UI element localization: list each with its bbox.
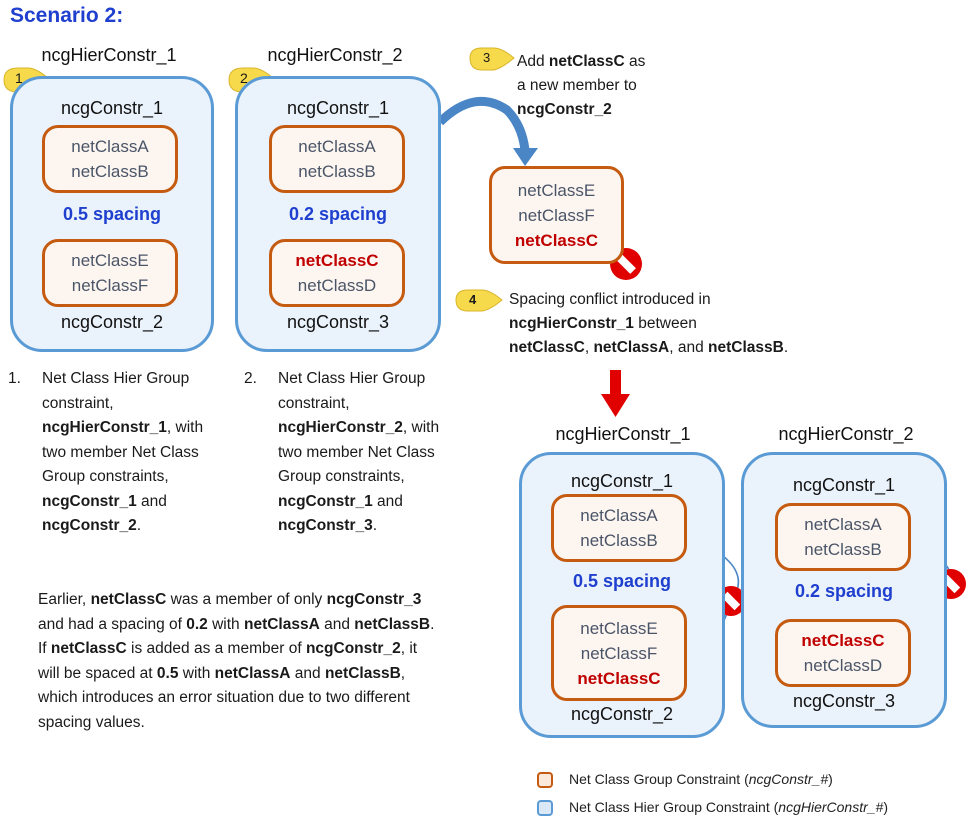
net-class: netClassA bbox=[804, 515, 882, 534]
net-class: netClassD bbox=[297, 276, 377, 295]
legend-hier-label: Net Class Hier Group Constraint (ncgHier… bbox=[569, 799, 889, 815]
ncg-title: ncgConstr_1 bbox=[570, 471, 674, 491]
spacing-label: 0.2 spacing bbox=[794, 581, 894, 601]
hier1-box: ncgConstr_1 netClassA netClassB 0.5 spac… bbox=[10, 76, 214, 352]
step3-text: Add netClassC as a new member to ncgCons… bbox=[517, 53, 646, 118]
callout-2-number: 2 bbox=[240, 70, 248, 86]
ncg-box: netClassE netClassF bbox=[42, 239, 178, 307]
explanation-text: Earlier, netClassC was a member of only … bbox=[38, 591, 435, 731]
net-class: netClassE bbox=[71, 251, 149, 270]
net-class: netClassA bbox=[298, 137, 376, 156]
note-2: 2. Net Class Hier Group constraint, ncgH… bbox=[244, 370, 440, 534]
net-class-highlight: netClassC bbox=[295, 251, 379, 270]
ncg-title: ncgConstr_1 bbox=[792, 475, 896, 495]
ncg-title: ncgConstr_1 bbox=[286, 98, 390, 118]
net-class: netClassE bbox=[517, 180, 596, 200]
net-class: netClassB bbox=[580, 531, 658, 550]
after-hier1-label: ncgHierConstr_1 bbox=[555, 424, 691, 444]
hier2-label: ncgHierConstr_2 bbox=[267, 45, 403, 65]
net-class-highlight: netClassC bbox=[801, 631, 885, 650]
callout-3-icon bbox=[469, 47, 515, 71]
hier2-box: ncgConstr_1 netClassA netClassB 0.2 spac… bbox=[235, 76, 441, 352]
spacing-label: 0.2 spacing bbox=[288, 204, 388, 224]
net-class: netClassE bbox=[580, 618, 658, 638]
callout-3-number: 3 bbox=[483, 50, 491, 65]
net-class: netClassA bbox=[71, 137, 149, 156]
ncg-box: netClassC netClassD bbox=[269, 239, 405, 307]
ncg-box: netClassA netClassB bbox=[551, 494, 687, 562]
step4-text: Spacing conflict introduced in ncgHierCo… bbox=[509, 291, 789, 356]
ncg-title: ncgConstr_3 bbox=[792, 691, 896, 711]
scenario-title: Scenario 2: bbox=[10, 4, 124, 27]
after-hier2-label: ncgHierConstr_2 bbox=[778, 424, 914, 444]
after-hier2-box: ncgConstr_1 netClassA netClassB 0.2 spac… bbox=[741, 452, 947, 728]
ncg-title: ncgConstr_3 bbox=[286, 312, 390, 332]
ncg-box: netClassE netClassF netClassC bbox=[551, 605, 687, 701]
note-1: 1. Net Class Hier Group constraint, ncgH… bbox=[8, 370, 204, 534]
ncg-box: netClassA netClassB bbox=[269, 125, 405, 193]
new-ncg-box: netClassE netClassF netClassC bbox=[489, 166, 624, 264]
ncg-box: netClassA netClassB bbox=[42, 125, 178, 193]
net-class: netClassD bbox=[803, 656, 883, 675]
ncg-box: netClassC netClassD bbox=[775, 619, 911, 687]
net-class: netClassF bbox=[580, 643, 658, 663]
net-class: netClassB bbox=[804, 540, 882, 559]
ncg-title: ncgConstr_2 bbox=[570, 704, 674, 724]
net-class: netClassF bbox=[518, 205, 595, 225]
net-class: netClassB bbox=[71, 162, 149, 181]
spacing-label: 0.5 spacing bbox=[62, 204, 162, 224]
hier1-label: ncgHierConstr_1 bbox=[41, 45, 177, 65]
callout-4-icon bbox=[455, 289, 503, 312]
callout-4-number: 4 bbox=[469, 292, 477, 307]
callout-1-number: 1 bbox=[15, 70, 23, 86]
legend-hier-swatch bbox=[537, 800, 553, 816]
after-hier1-box: ncgConstr_1 netClassA netClassB 0.5 spac… bbox=[519, 452, 725, 738]
spacing-label: 0.5 spacing bbox=[572, 571, 672, 591]
net-class-highlight: netClassC bbox=[514, 230, 599, 250]
ncg-title: ncgConstr_2 bbox=[60, 312, 164, 332]
ncg-box: netClassA netClassB bbox=[775, 503, 911, 571]
net-class: netClassB bbox=[298, 162, 376, 181]
net-class: netClassA bbox=[580, 506, 658, 525]
curved-arrow-icon bbox=[436, 96, 538, 166]
legend-ncg-label: Net Class Group Constraint (ncgConstr_#) bbox=[569, 771, 833, 787]
net-class: netClassF bbox=[71, 276, 149, 295]
ncg-title: ncgConstr_1 bbox=[60, 98, 164, 118]
net-class-highlight: netClassC bbox=[577, 668, 661, 688]
down-arrow-icon bbox=[601, 370, 630, 417]
legend-ncg-swatch bbox=[537, 772, 553, 788]
